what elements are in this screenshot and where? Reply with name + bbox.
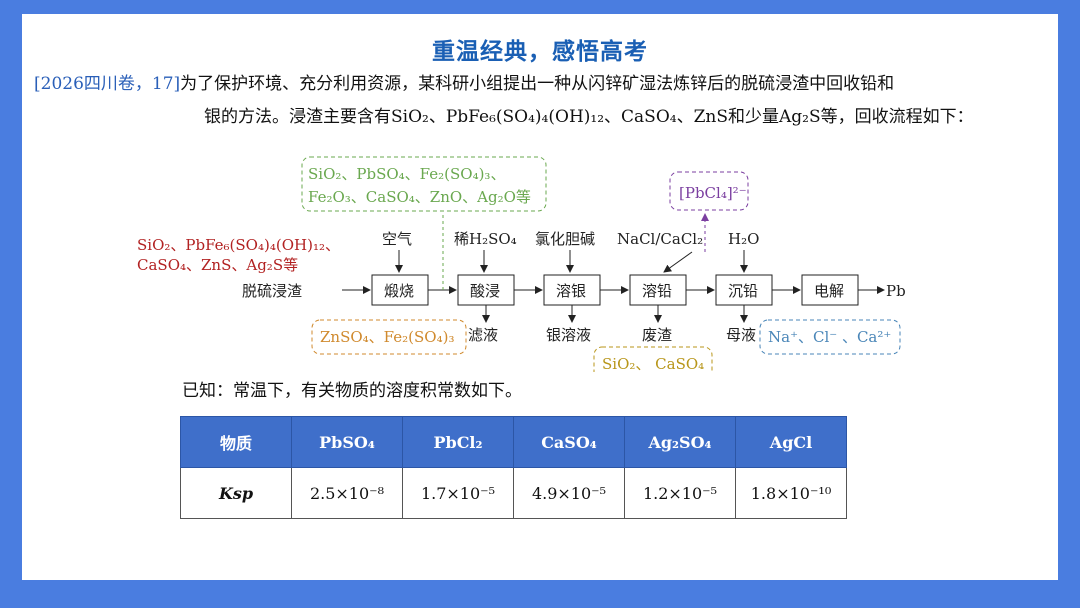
step-calcination-box	[371, 274, 429, 306]
mother-liquor-ions: Na⁺、Cl⁻ 、Ca²⁺	[768, 328, 891, 346]
reagent-choline-chloride: 氯化胆碱	[535, 230, 595, 248]
calcine-composition-box	[301, 156, 547, 212]
table-header: PbSO₄	[291, 416, 403, 468]
question-paragraph: [2026四川卷，17]为了保护环境、充分利用资源，某科研小组提出一种从闪锌矿湿…	[34, 68, 1044, 134]
table-row: Ksp 2.5×10⁻⁸ 1.7×10⁻⁵ 4.9×10⁻⁵ 1.2×10⁻⁵ …	[180, 467, 847, 519]
feed-composition-line1: SiO₂、PbFe₆(SO₄)₄(OH)₁₂、	[137, 236, 340, 254]
output-silver-solution: 银溶液	[546, 326, 591, 344]
step-acid-leach-box	[457, 274, 515, 306]
nacl-arrow	[663, 251, 693, 273]
ksp-label: Ksp	[218, 483, 254, 503]
known-statement: 已知：常温下，有关物质的溶度积常数如下。	[182, 381, 522, 401]
step-acid-leach: 酸浸	[470, 282, 500, 300]
output-mother-liquor: 母液	[726, 326, 756, 344]
table-header: 物质	[180, 416, 292, 468]
step-electrolysis-box	[801, 274, 859, 306]
step-silver-dissolve: 溶银	[556, 282, 586, 300]
process-flow-diagram: SiO₂、PbFe₆(SO₄)₄(OH)₁₂、 CaSO₄、ZnS、Ag₂S等 …	[137, 156, 906, 372]
table-cell: 4.9×10⁻⁵	[513, 467, 625, 519]
product-lead: Pb	[886, 282, 906, 300]
start-material: 脱硫浸渣	[242, 282, 302, 300]
slide-title: 重温经典，感悟高考	[432, 39, 648, 65]
table-header: AgCl	[735, 416, 847, 468]
calcine-composition-line2: Fe₂O₃、CaSO₄、ZnO、Ag₂O等	[308, 188, 531, 206]
question-text-line1: 为了保护环境、充分利用资源，某科研小组提出一种从闪锌矿湿法炼锌后的脱硫浸渣中回收…	[180, 74, 895, 94]
reagent-dilute-h2so4: 稀H₂SO₄	[454, 230, 517, 248]
ksp-table: 物质 PbSO₄ PbCl₂ CaSO₄ Ag₂SO₄ AgCl Ksp 2.5…	[180, 416, 847, 519]
waste-composition-box	[593, 346, 713, 372]
reagent-nacl-cacl2: NaCl/CaCl₂	[617, 230, 703, 248]
table-header: Ag₂SO₄	[624, 416, 736, 468]
question-text-line2: 银的方法。浸渣主要含有SiO₂、PbFe₆(SO₄)₄(OH)₁₂、CaSO₄、…	[204, 107, 974, 127]
ksp-row-label: Ksp	[180, 467, 292, 519]
step-silver-dissolve-box	[543, 274, 601, 306]
slide-frame: 重温经典，感悟高考 [2026四川卷，17]为了保护环境、充分利用资源，某科研小…	[22, 14, 1058, 580]
step-calcination: 煅烧	[384, 282, 414, 300]
reagent-air: 空气	[382, 230, 412, 248]
filtrate-composition: ZnSO₄、Fe₂(SO₄)₃	[320, 328, 454, 346]
table-cell: 2.5×10⁻⁸	[291, 467, 403, 519]
table-header-row: 物质 PbSO₄ PbCl₂ CaSO₄ Ag₂SO₄ AgCl	[180, 416, 847, 468]
table-cell: 1.7×10⁻⁵	[402, 467, 514, 519]
step-lead-precipitate-box	[715, 274, 773, 306]
reagent-water: H₂O	[728, 230, 759, 248]
step-lead-dissolve: 溶铅	[642, 282, 672, 300]
table-cell: 1.8×10⁻¹⁰	[735, 467, 847, 519]
table-cell: 1.2×10⁻⁵	[624, 467, 736, 519]
step-lead-precipitate: 沉铅	[728, 282, 758, 300]
feed-composition-line2: CaSO₄、ZnS、Ag₂S等	[137, 256, 298, 274]
lead-complex-label: [PbCl₄]²⁻	[679, 184, 747, 202]
question-source: [2026四川卷，17]	[34, 74, 181, 94]
output-filtrate: 滤液	[468, 326, 498, 344]
table-header: CaSO₄	[513, 416, 625, 468]
lead-complex-box	[669, 171, 749, 211]
table-header: PbCl₂	[402, 416, 514, 468]
output-waste-residue: 废渣	[642, 326, 672, 344]
calcine-composition-line1: SiO₂、PbSO₄、Fe₂(SO₄)₃、	[308, 165, 505, 183]
step-electrolysis: 电解	[814, 282, 844, 300]
waste-composition: SiO₂、 CaSO₄	[602, 355, 704, 372]
